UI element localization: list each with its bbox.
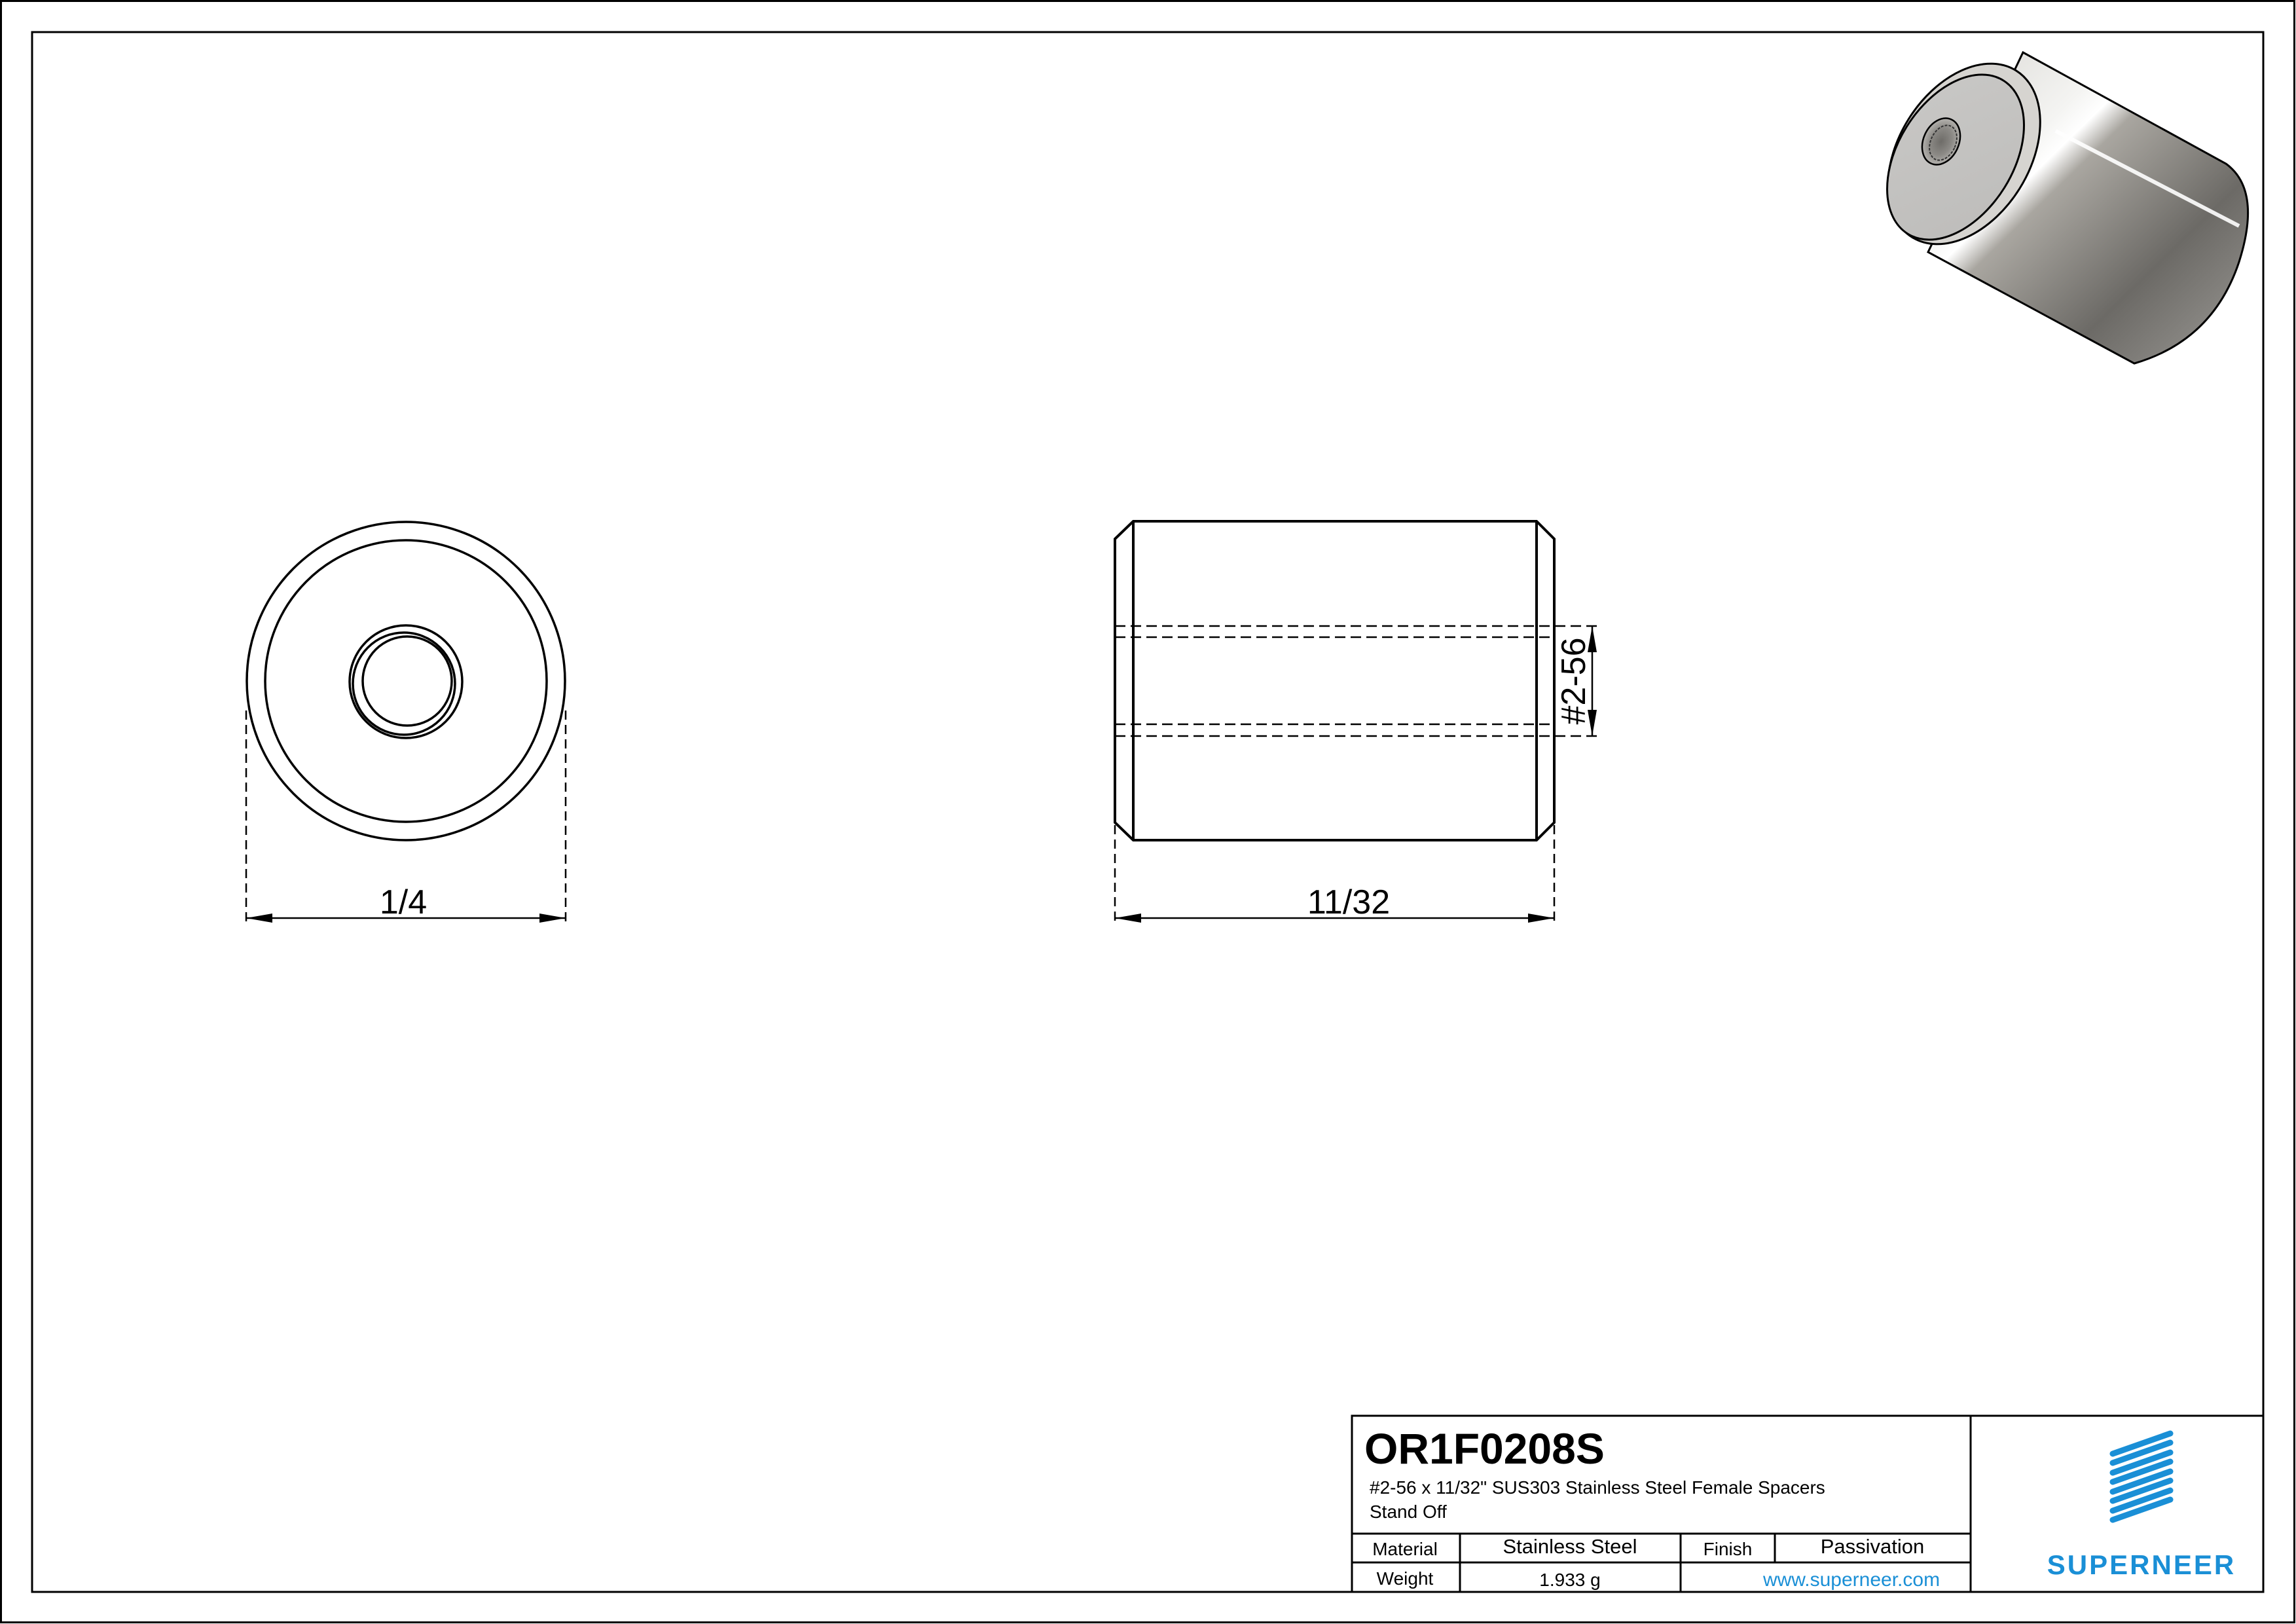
title-block-frame bbox=[1351, 1414, 2265, 1593]
side-view bbox=[1114, 520, 1556, 841]
length-dimension-text: 11/32 bbox=[1307, 883, 1390, 921]
side-view-dimensions: 11/32 #2-56 bbox=[1114, 626, 1597, 925]
brand-name: SUPERNEER bbox=[2047, 1549, 2236, 1580]
material-value: Stainless Steel bbox=[1503, 1535, 1637, 1558]
material-label: Material bbox=[1372, 1539, 1438, 1559]
isometric-render bbox=[1886, 50, 2250, 365]
description-line-1: #2-56 x 11/32" SUS303 Stainless Steel Fe… bbox=[1370, 1477, 1825, 1498]
hidden-thread-lines bbox=[1115, 625, 1601, 737]
thread-minor-circle bbox=[361, 635, 453, 727]
cylinder-highlight bbox=[2054, 129, 2240, 228]
finish-label: Finish bbox=[1704, 1539, 1753, 1559]
end-face bbox=[1886, 73, 2025, 241]
side-view-outline bbox=[1114, 520, 1556, 841]
thread-major-circle bbox=[348, 624, 464, 739]
inner-border bbox=[31, 31, 2265, 1593]
diameter-dimension-text: 1/4 bbox=[380, 883, 427, 921]
end-view-outer-circle bbox=[246, 521, 566, 841]
thread-dimension-text: #2-56 bbox=[1555, 638, 1593, 725]
weight-label: Weight bbox=[1377, 1568, 1434, 1589]
end-view-dimension: 1/4 bbox=[245, 710, 567, 925]
part-number: OR1F0208S bbox=[1364, 1424, 1605, 1473]
finish-value: Passivation bbox=[1821, 1535, 1925, 1558]
superneer-logo-icon bbox=[2109, 1430, 2174, 1523]
thread-mid-circle bbox=[352, 631, 456, 736]
description-line-2: Stand Off bbox=[1370, 1502, 1447, 1522]
end-view bbox=[246, 521, 566, 841]
end-view-chamfer-circle bbox=[264, 539, 548, 823]
website-link[interactable]: www.superneer.com bbox=[1762, 1569, 1940, 1591]
weight-value: 1.933 g bbox=[1539, 1570, 1600, 1590]
